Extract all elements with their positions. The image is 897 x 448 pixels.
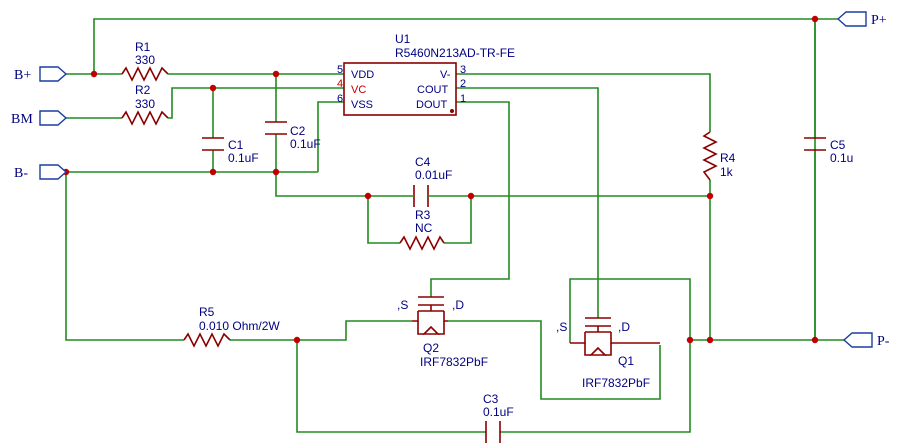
r3-designator: R3 (415, 208, 431, 222)
c5-designator: C5 (830, 138, 846, 152)
pin-number: 5 (337, 64, 343, 76)
junction-dot (706, 336, 714, 344)
port-label: B+ (14, 68, 31, 83)
q2-part-number: IRF7832PbF (420, 355, 488, 369)
r5-value: 0.010 Ohm/2W (199, 319, 280, 333)
junction-dot (364, 192, 372, 200)
r4-designator: R4 (720, 151, 736, 165)
capacitor-c4[interactable]: C4 0.01uF (404, 155, 452, 207)
resistor-r5[interactable]: R5 0.010 Ohm/2W (183, 305, 280, 348)
u1-part-number: R5460N213AD-TR-FE (395, 46, 515, 60)
port-label: BM (11, 112, 33, 127)
port-b-minus[interactable]: B- (14, 164, 68, 181)
resistor-r1[interactable]: R1 330 (121, 40, 169, 82)
port-b-plus[interactable]: B+ (14, 66, 68, 83)
q2-drain-label: ,D (452, 298, 464, 312)
junction-dot (209, 168, 217, 176)
pin-vminus-label: V- (440, 69, 451, 81)
junction-dot (209, 84, 217, 92)
c1-designator: C1 (228, 138, 244, 152)
pin-vdd-label: VDD (351, 69, 374, 81)
q1-designator: Q1 (618, 354, 634, 368)
u1-chip[interactable]: U1 R5460N213AD-TR-FE VDD VC VSS V- COUT … (337, 32, 515, 116)
capacitor-c3[interactable]: C3 0.1uF (483, 392, 514, 443)
mosfet-q2[interactable]: ,S ,D Q2 IRF7832PbF (397, 296, 488, 369)
port-label: P+ (871, 13, 887, 28)
junction-dot (706, 192, 714, 200)
u1-designator: U1 (395, 32, 411, 46)
pin-dout-label: DOUT (416, 99, 447, 111)
r2-designator: R2 (135, 83, 151, 97)
c5-value: 0.1u (830, 151, 853, 165)
junction-dot (90, 70, 98, 78)
junction-dot (272, 70, 280, 78)
r5-designator: R5 (199, 305, 215, 319)
port-bm[interactable]: BM (11, 110, 68, 127)
port-p-minus[interactable]: P- (842, 332, 890, 349)
q1-source-label: ,S (556, 320, 567, 334)
capacitor-c2[interactable]: C2 0.1uF (265, 121, 321, 151)
capacitor-c1[interactable]: C1 0.1uF (202, 137, 259, 165)
pin-number: 3 (460, 64, 466, 76)
junction-dot (811, 336, 819, 344)
q2-designator: Q2 (423, 341, 439, 355)
wires (65, 18, 844, 433)
c3-designator: C3 (483, 392, 499, 406)
pin-number: 4 (337, 78, 343, 90)
resistor-r4[interactable]: R4 1k (702, 131, 736, 181)
junction-dot (467, 192, 475, 200)
pin-number: 2 (460, 78, 466, 90)
junction-dot (811, 15, 819, 23)
q1-drain-label: ,D (618, 320, 630, 334)
c1-value: 0.1uF (228, 151, 259, 165)
c2-designator: C2 (290, 124, 306, 138)
pin-cout-label: COUT (417, 84, 448, 96)
q2-source-label: ,S (397, 298, 408, 312)
c4-value: 0.01uF (415, 168, 452, 182)
resistor-r3[interactable]: R3 NC (399, 208, 445, 251)
pin-vss-label: VSS (351, 99, 373, 111)
pin-number: 6 (337, 93, 343, 105)
junction-dot (686, 336, 694, 344)
resistor-r2[interactable]: R2 330 (121, 83, 169, 126)
c2-value: 0.1uF (290, 137, 321, 151)
port-label: B- (14, 166, 28, 181)
c3-value: 0.1uF (483, 405, 514, 419)
mosfet-q1[interactable]: ,S ,D Q1 IRF7832PbF (556, 317, 660, 390)
pin-vc-label: VC (351, 84, 366, 96)
pin-number: 1 (460, 93, 466, 105)
q1-part-number: IRF7832PbF (582, 376, 650, 390)
capacitor-c5[interactable]: C5 0.1u (804, 137, 853, 165)
port-label: P- (877, 334, 890, 349)
r2-value: 330 (135, 97, 155, 111)
port-p-plus[interactable]: P+ (836, 11, 887, 28)
junction-dot (272, 168, 280, 176)
r1-designator: R1 (135, 40, 151, 54)
c4-designator: C4 (415, 155, 431, 169)
r1-value: 330 (135, 53, 155, 67)
r4-value: 1k (720, 165, 734, 179)
junction-dot (293, 336, 301, 344)
r3-value: NC (415, 221, 433, 235)
